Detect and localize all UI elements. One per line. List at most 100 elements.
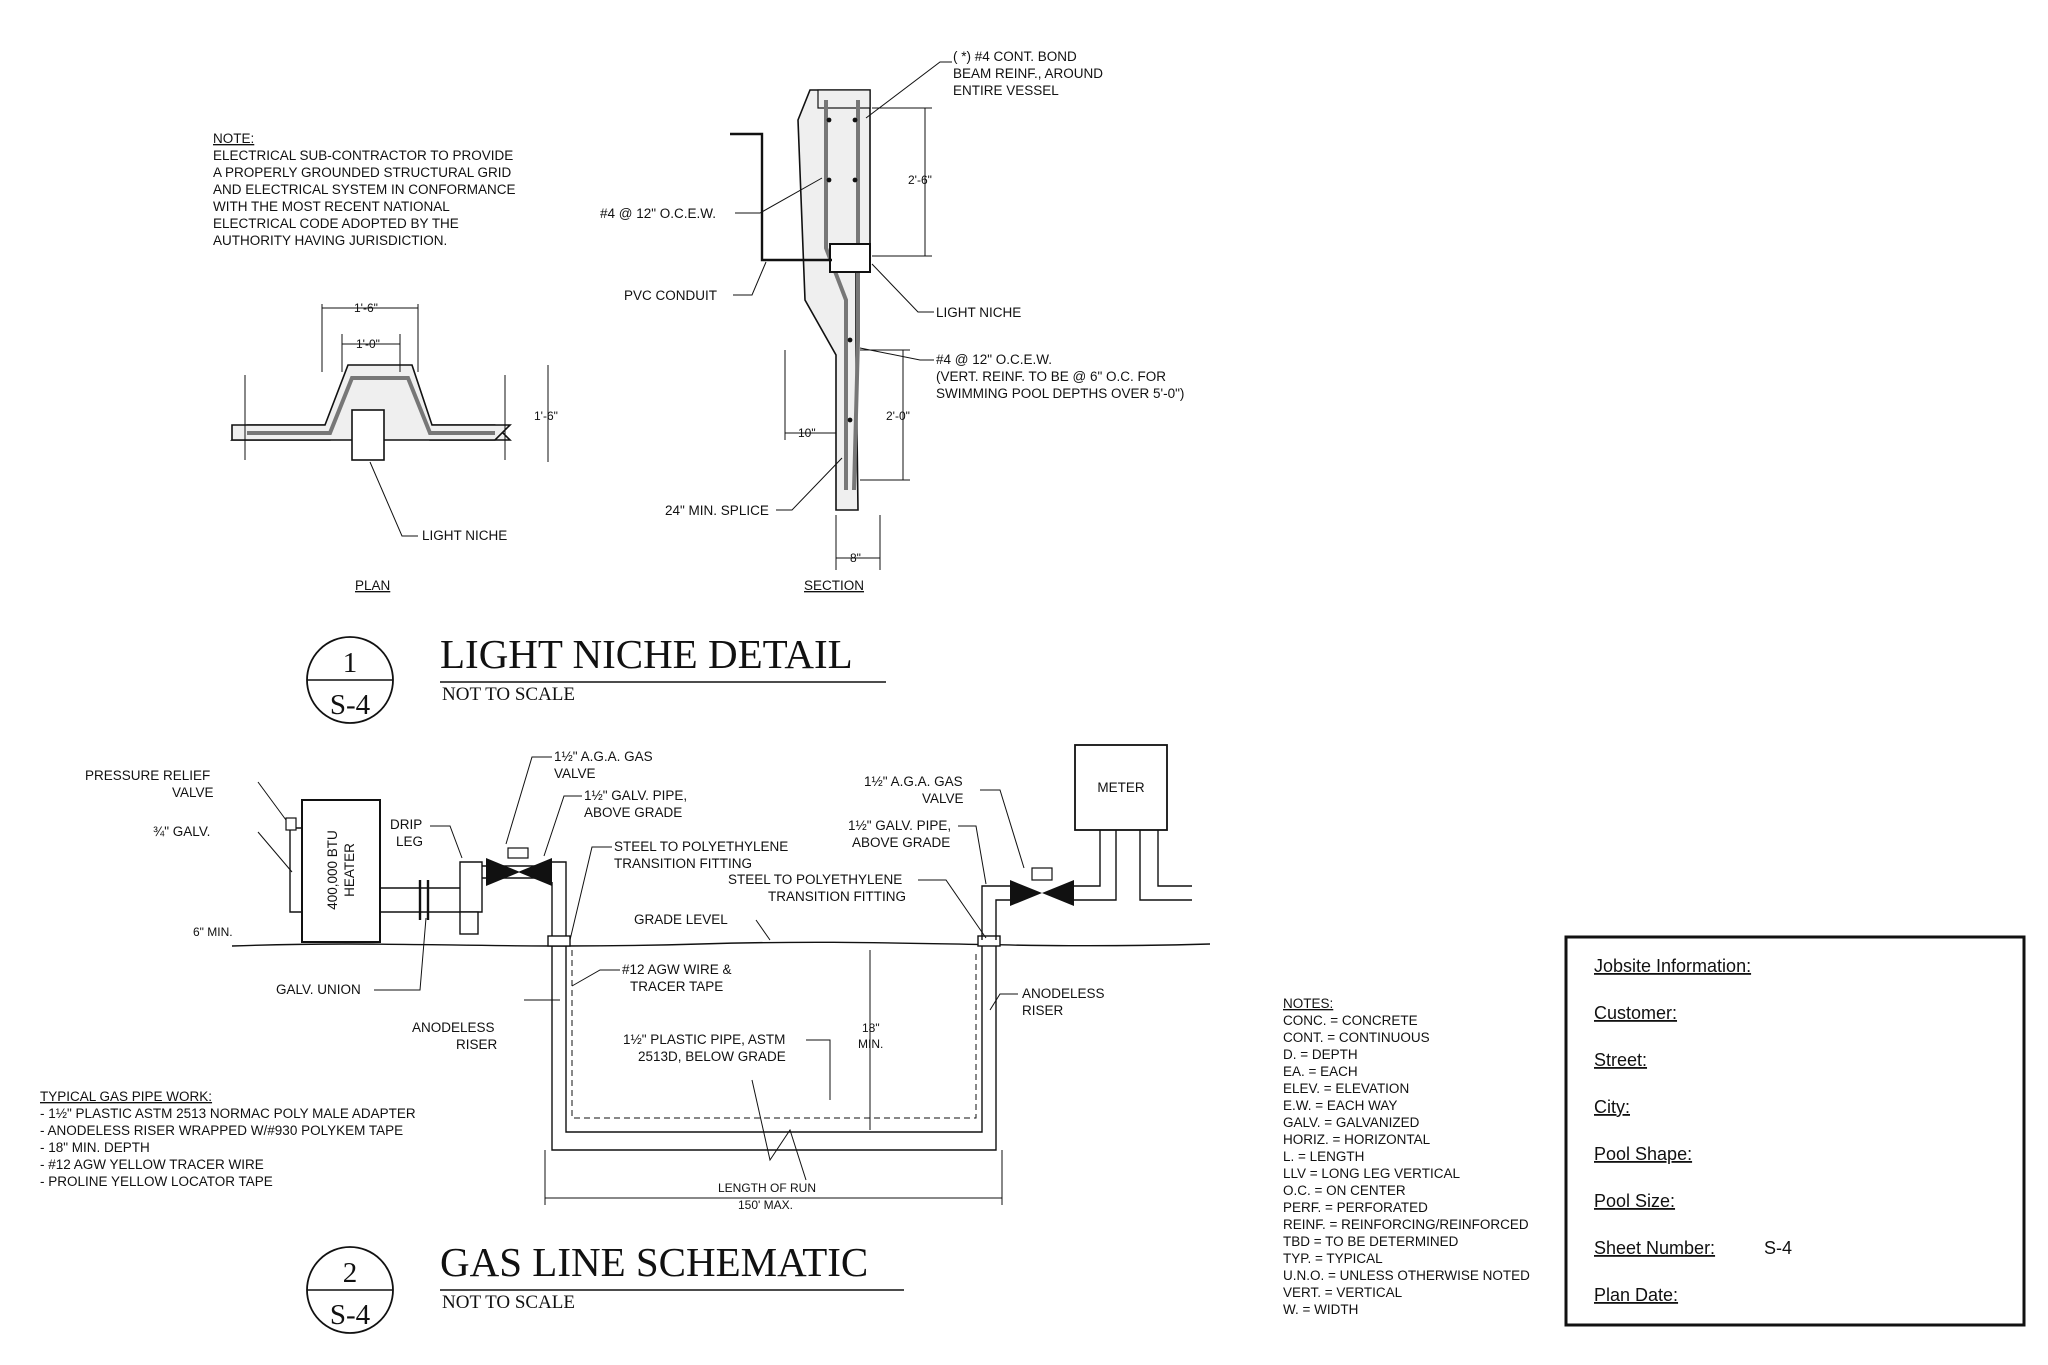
- abbrev-line: VERT. = VERTICAL: [1283, 1285, 1403, 1300]
- steel-poly-left-label: STEEL TO POLYETHYLENE: [614, 839, 788, 854]
- leader-line: [958, 825, 987, 885]
- aga-valve-left-label: 1½" A.G.A. GAS: [554, 749, 653, 764]
- leader-line: [989, 993, 1018, 1011]
- detail1-subtitle: NOT TO SCALE: [442, 684, 575, 705]
- leader-line: [430, 825, 463, 859]
- galv-pipe-small: [289, 827, 302, 913]
- anodeless-right-label: ANODELESS: [1022, 986, 1105, 1001]
- plan-view: 1'-6" 1'-0" 1'-6" LIGHT NICHE PLAN: [230, 301, 558, 593]
- meter-outlet: [1139, 830, 1192, 901]
- abbrev-line: GALV. = GALVANIZED: [1283, 1115, 1420, 1130]
- section-label: SECTION: [804, 578, 864, 593]
- section-dim-8: 8": [850, 551, 861, 565]
- typical-gas-heading: TYPICAL GAS PIPE WORK:: [40, 1089, 212, 1104]
- jobsite-border: [1564, 935, 2026, 1327]
- riser-right-above: [981, 885, 1010, 940]
- drip-leg: [459, 911, 479, 935]
- plan-niche: [351, 409, 385, 461]
- section-light-niche-callout: LIGHT NICHE: [936, 305, 1021, 320]
- aga-valve-right-label: 1½" A.G.A. GAS: [864, 774, 963, 789]
- abbrev-notes: NOTES: CONC. = CONCRETE CONT. = CONTINUO…: [1283, 996, 1530, 1317]
- section-dim-2-0: 2'-0": [886, 409, 910, 423]
- steel-poly-right-label: STEEL TO POLYETHYLENE: [728, 872, 902, 887]
- splice-callout: 24" MIN. SPLICE: [665, 503, 769, 518]
- anodeless-right-label: RISER: [1022, 1003, 1064, 1018]
- jobsite-field-label: Sheet Number:: [1594, 1238, 1715, 1258]
- section-wall: [797, 89, 871, 511]
- note-line: A PROPERLY GROUNDED STRUCTURAL GRID: [213, 165, 512, 180]
- rebar-lower-callout: (VERT. REINF. TO BE @ 6" O.C. FOR: [936, 369, 1166, 384]
- typical-gas-line: - ANODELESS RISER WRAPPED W/#930 POLYKEM…: [40, 1123, 403, 1138]
- plastic-pipe-label: 1½" PLASTIC PIPE, ASTM: [623, 1032, 785, 1047]
- plastic-pipe-label: 2513D, BELOW GRADE: [638, 1049, 786, 1064]
- depth-label: MIN.: [858, 1037, 883, 1051]
- jobsite-box: Jobsite Information: Customer: Street: C…: [1564, 935, 2026, 1327]
- jobsite-field-label: Pool Size:: [1594, 1191, 1675, 1211]
- galv-pipe-right-label: 1½" GALV. PIPE,: [848, 818, 951, 833]
- leader-line: [257, 781, 287, 821]
- typical-gas-line: - #12 AGW YELLOW TRACER WIRE: [40, 1157, 264, 1172]
- detail1-sheet: S-4: [330, 689, 371, 721]
- pressure-relief-label: VALVE: [172, 785, 214, 800]
- section-dim-top: 2'-6": [908, 173, 932, 187]
- abbrev-line: CONT. = CONTINUOUS: [1283, 1030, 1430, 1045]
- pvc-callout: PVC CONDUIT: [624, 288, 717, 303]
- abbrev-line: O.C. = ON CENTER: [1283, 1183, 1406, 1198]
- leader-line: [733, 261, 767, 296]
- jobsite-field-label: Pool Shape:: [1594, 1144, 1692, 1164]
- leader-line: [776, 457, 843, 511]
- anodeless-left-label: ANODELESS: [412, 1020, 495, 1035]
- plan-dim-outer: 1'-6": [354, 301, 378, 315]
- leader-line: [806, 1039, 831, 1100]
- jobsite-field-label: Street:: [1594, 1050, 1647, 1070]
- meter-pipe: [1074, 830, 1117, 901]
- note-line: WITH THE MOST RECENT NATIONAL: [213, 199, 450, 214]
- rebar-dot: [826, 177, 832, 183]
- abbrev-line: U.N.O. = UNLESS OTHERWISE NOTED: [1283, 1268, 1530, 1283]
- agw-wire-label: TRACER TAPE: [630, 979, 723, 994]
- leader-line: [871, 263, 934, 313]
- abbrev-line: REINF. = REINFORCING/REINFORCED: [1283, 1217, 1529, 1232]
- drip-leg-label: LEG: [396, 834, 423, 849]
- typical-gas-line: - PROLINE YELLOW LOCATOR TAPE: [40, 1174, 273, 1189]
- section-rebar: [852, 100, 860, 491]
- section-dim-10: 10": [798, 426, 816, 440]
- grade-line: [231, 941, 1211, 947]
- typical-gas-block: TYPICAL GAS PIPE WORK: - 1½" PLASTIC AST…: [40, 1089, 416, 1189]
- jobsite-field-label: Plan Date:: [1594, 1285, 1678, 1305]
- section-rebar: [824, 100, 848, 490]
- abbrev-line: HORIZ. = HORIZONTAL: [1283, 1132, 1431, 1147]
- length-run-label: LENGTH OF RUN: [718, 1181, 816, 1195]
- galv-pipe-right-label: ABOVE GRADE: [852, 835, 950, 850]
- gas-schematic: 400,000 BTU HEATER METER 18" MIN.: [85, 744, 1211, 1212]
- plan-dim-height: 1'-6": [534, 409, 558, 423]
- depth-label: 18": [862, 1021, 880, 1035]
- typical-gas-line: - 1½" PLASTIC ASTM 2513 NORMAC POLY MALE…: [40, 1106, 416, 1121]
- detail1-title-block: 1 S-4 LIGHT NICHE DETAIL NOT TO SCALE: [306, 631, 886, 724]
- valve-left-b: [518, 858, 552, 886]
- trench-inner: [565, 946, 983, 1133]
- detail2-title: GAS LINE SCHEMATIC: [440, 1239, 868, 1285]
- note-line: ELECTRICAL SUB-CONTRACTOR TO PROVIDE: [213, 148, 513, 163]
- typical-gas-line: - 18" MIN. DEPTH: [40, 1140, 150, 1155]
- detail2-subtitle: NOT TO SCALE: [442, 1292, 575, 1313]
- plan-dim-inner: 1'-0": [356, 337, 380, 351]
- riser-left-above: [551, 861, 567, 940]
- jobsite-field-label: City:: [1594, 1097, 1630, 1117]
- agw-wire-label: #12 AGW WIRE &: [622, 962, 732, 977]
- abbrev-line: E.W. = EACH WAY: [1283, 1098, 1397, 1113]
- pvc-conduit: [730, 132, 832, 262]
- section-view: ( *) #4 CONT. BOND BEAM REINF., AROUND E…: [600, 49, 1184, 593]
- abbrev-line: W. = WIDTH: [1283, 1302, 1358, 1317]
- steel-poly-left-label: TRANSITION FITTING: [614, 856, 752, 871]
- drip-fitting: [459, 861, 483, 913]
- plan-rebar: [247, 376, 495, 435]
- leader-line: [735, 177, 823, 214]
- leader-line: [543, 795, 582, 857]
- note-heading: NOTE:: [213, 131, 254, 146]
- abbrev-line: ELEV. = ELEVATION: [1283, 1081, 1409, 1096]
- plan-light-niche-callout: LIGHT NICHE: [422, 528, 507, 543]
- section-niche: [829, 243, 871, 273]
- leader-line: [865, 61, 952, 119]
- drip-leg-label: DRIP: [390, 817, 422, 832]
